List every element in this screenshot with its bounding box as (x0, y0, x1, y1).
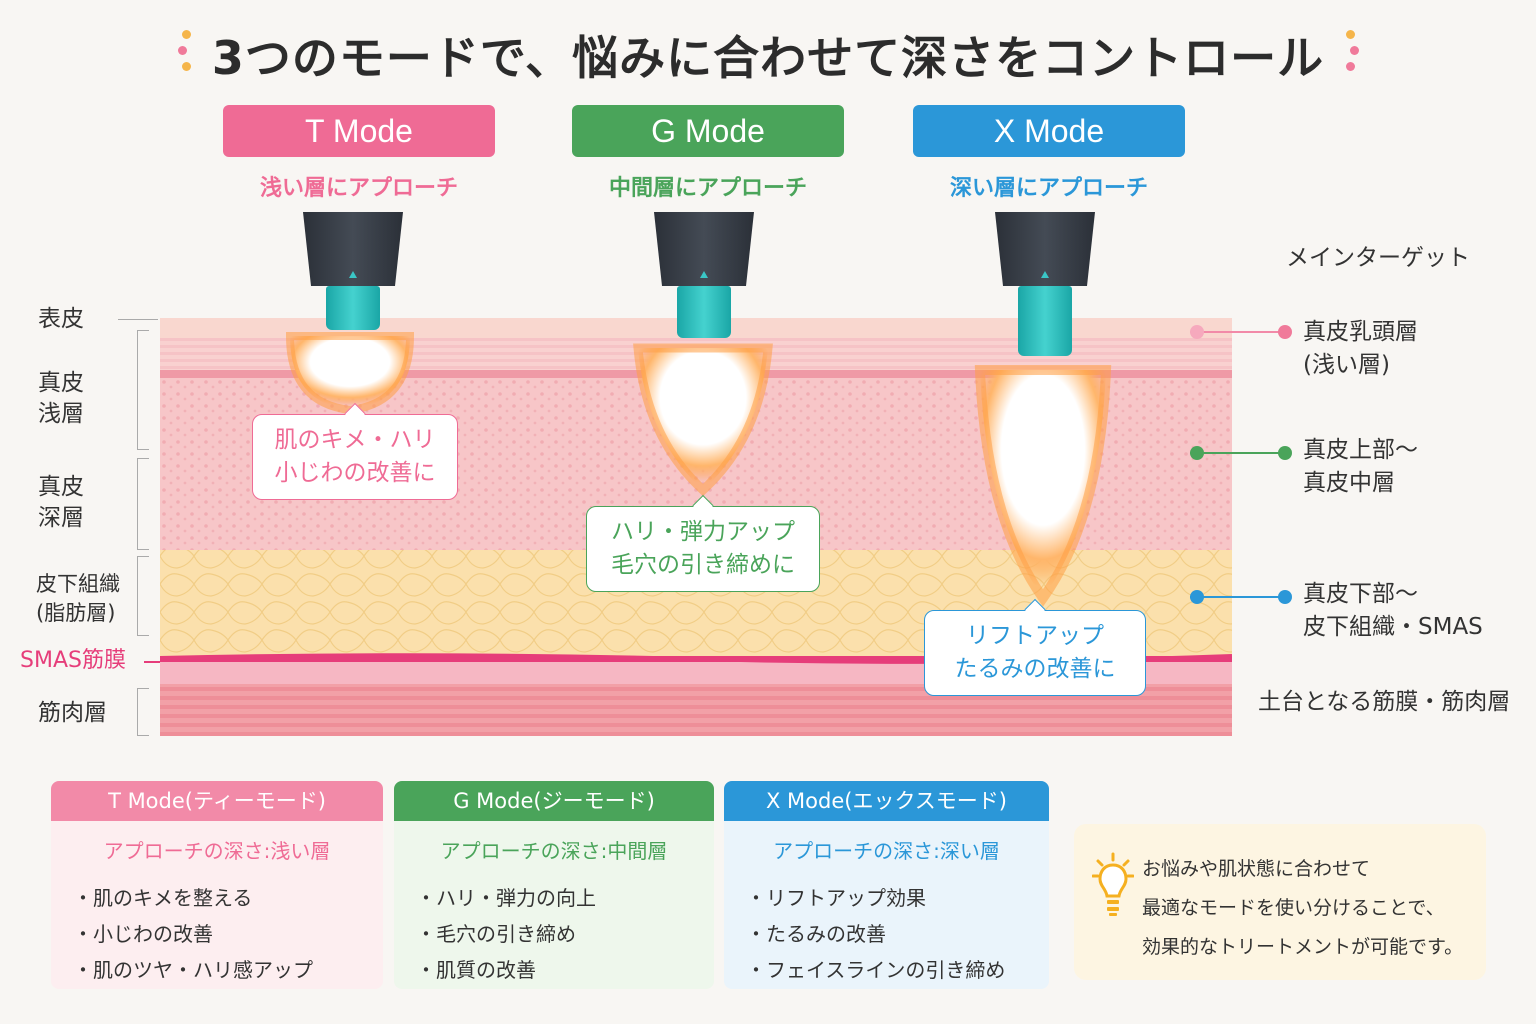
page-title: 3つのモードで、悩みに合わせて深さをコントロール (211, 31, 1325, 85)
t-bubble-line2: 小じわの改善に (274, 460, 436, 486)
t-target-line1: 真皮乳頭層 (1303, 319, 1418, 345)
g-card-header: G Mode(ジーモード) (394, 781, 714, 821)
t-card-header: T Mode(ティーモード) (51, 781, 383, 821)
muscle-label: 筋肉層 (38, 700, 107, 726)
x-card-list: ・リフトアップ効果 ・たるみの改善 ・フェイスラインの引き締め (724, 880, 1049, 988)
decorative-dots-right (1346, 30, 1360, 78)
x-mode-subtitle: 深い層にアプローチ (949, 176, 1148, 201)
lightbulb-icon (1092, 852, 1134, 916)
t-bubble-line1: 肌のキメ・ハリ (274, 427, 436, 453)
x-bubble-line2: たるみの改善に (954, 656, 1116, 682)
list-item: ・肌質の改善 (416, 958, 536, 982)
tip-line2: 最適なモードを使い分けることで、 (1142, 897, 1445, 919)
list-item: ・ハリ・弾力の向上 (416, 886, 596, 910)
g-target-connector (1190, 446, 1292, 460)
x-mode-device (995, 212, 1095, 356)
tip-line1: お悩みや肌状態に合わせて (1142, 858, 1371, 880)
g-mode-tag: G Mode (572, 105, 844, 157)
list-item: ・毛穴の引き締め (416, 922, 576, 946)
subcutis-label: 皮下組織 (脂肪層) (36, 570, 120, 628)
g-target-label: 真皮上部〜 真皮中層 (1303, 434, 1418, 500)
g-target-line1: 真皮上部〜 (1303, 437, 1418, 463)
dermis-deep-line2: 深層 (38, 505, 84, 531)
list-item: ・たるみの改善 (746, 922, 886, 946)
dermis-shallow-line1: 真皮 (38, 370, 84, 396)
x-mode-energy-glow (980, 370, 1106, 598)
g-mode-effect-bubble: ハリ・弾力アップ 毛穴の引き締めに (586, 506, 820, 592)
x-mode-tag: X Mode (913, 105, 1185, 157)
tip-box: お悩みや肌状態に合わせて 最適なモードを使い分けることで、 効果的なトリートメン… (1074, 824, 1486, 980)
smas-leader (144, 661, 160, 663)
smas-label: SMAS筋膜 (20, 648, 126, 673)
decorative-dots-left (178, 30, 192, 78)
muscle-bracket (137, 688, 149, 736)
x-target-label: 真皮下部〜 皮下組織・SMAS (1303, 578, 1483, 644)
subcutis-line2: (脂肪層) (36, 601, 116, 625)
t-mode-card: T Mode(ティーモード) アプローチの深さ:浅い層 ・肌のキメを整える ・小… (51, 781, 383, 989)
t-target-label: 真皮乳頭層 (浅い層) (1303, 316, 1418, 382)
x-target-line1: 真皮下部〜 (1303, 581, 1418, 607)
main-target-header: メインターゲット (1286, 245, 1470, 271)
x-card-depth: アプローチの深さ:深い層 (773, 839, 1000, 863)
base-layer-label: 土台となる筋膜・筋肉層 (1258, 689, 1511, 715)
t-card-depth: アプローチの深さ:浅い層 (103, 839, 331, 863)
subcutis-line1: 皮下組織 (36, 572, 120, 596)
x-mode-card: X Mode(エックスモード) アプローチの深さ:深い層 ・リフトアップ効果 ・… (724, 781, 1049, 989)
g-mode-subtitle: 中間層にアプローチ (608, 176, 807, 201)
list-item: ・リフトアップ効果 (746, 886, 926, 910)
t-target-line2: (浅い層) (1303, 352, 1390, 378)
list-item: ・フェイスラインの引き締め (746, 958, 1006, 982)
epidermis-leader (118, 319, 158, 320)
x-mode-effect-bubble: リフトアップ たるみの改善に (924, 610, 1146, 696)
dermis-deep-line1: 真皮 (38, 474, 84, 500)
epidermis-label: 表皮 (38, 306, 84, 332)
t-card-list: ・肌のキメを整える ・小じわの改善 ・肌のツヤ・ハリ感アップ (51, 880, 383, 988)
x-bubble-line1: リフトアップ (966, 623, 1104, 649)
g-bubble-line1: ハリ・弾力アップ (611, 519, 795, 545)
g-mode-energy-glow (638, 348, 768, 490)
tip-text: お悩みや肌状態に合わせて 最適なモードを使い分けることで、 効果的なトリートメン… (1142, 850, 1463, 967)
g-bubble-line2: 毛穴の引き締めに (611, 552, 795, 578)
t-mode-device (303, 212, 403, 330)
x-target-connector (1190, 590, 1292, 604)
x-target-line2: 皮下組織・SMAS (1303, 614, 1483, 640)
g-card-list: ・ハリ・弾力の向上 ・毛穴の引き締め ・肌質の改善 (394, 880, 714, 988)
t-mode-energy-glow (290, 336, 410, 410)
dermis-deep-label: 真皮 深層 (38, 472, 84, 534)
dermis-shallow-line2: 浅層 (38, 401, 84, 427)
subcutis-bracket (137, 556, 149, 636)
t-target-connector (1190, 325, 1292, 339)
g-mode-card: G Mode(ジーモード) アプローチの深さ:中間層 ・ハリ・弾力の向上 ・毛穴… (394, 781, 714, 989)
t-mode-effect-bubble: 肌のキメ・ハリ 小じわの改善に (252, 414, 458, 500)
g-target-line2: 真皮中層 (1303, 470, 1395, 496)
list-item: ・肌のツヤ・ハリ感アップ (73, 958, 313, 982)
dermis-shallow-label: 真皮 浅層 (38, 368, 84, 430)
t-mode-tag: T Mode (223, 105, 495, 157)
dermis-deep-bracket (137, 458, 149, 550)
list-item: ・肌のキメを整える (73, 886, 253, 910)
dermis-shallow-bracket (137, 330, 149, 450)
g-card-depth: アプローチの深さ:中間層 (440, 839, 668, 863)
tip-line3: 効果的なトリートメントが可能です。 (1142, 936, 1464, 958)
t-mode-subtitle: 浅い層にアプローチ (259, 176, 458, 201)
list-item: ・小じわの改善 (73, 922, 213, 946)
g-mode-device (654, 212, 754, 338)
x-card-header: X Mode(エックスモード) (724, 781, 1049, 821)
